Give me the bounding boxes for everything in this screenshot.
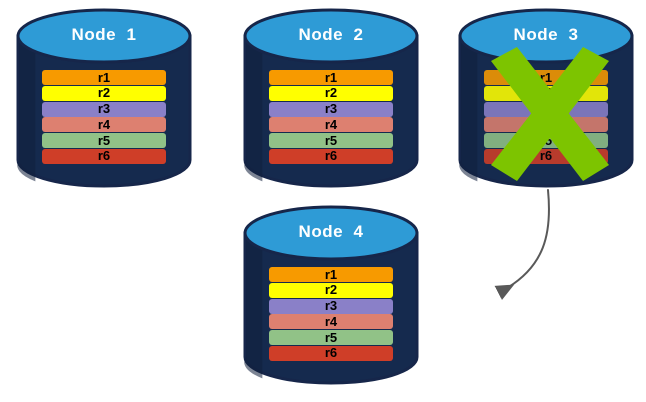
record-row-r6[interactable]: r6 — [268, 148, 394, 164]
cylinder-shading — [244, 36, 263, 182]
record-row-label: r5 — [539, 132, 553, 148]
record-row-label: r4 — [539, 116, 553, 132]
cylinder-shading — [244, 233, 263, 379]
record-row-label: r3 — [539, 101, 553, 117]
record-row-r1[interactable]: r1 — [41, 69, 167, 85]
record-row-r3[interactable]: r3 — [483, 101, 609, 117]
record-row-r4[interactable]: r4 — [41, 116, 167, 133]
record-row-label: r2 — [324, 282, 338, 298]
cylinder-top-ellipse — [16, 8, 192, 64]
record-row-label: r5 — [97, 132, 111, 148]
record-row-label: r4 — [97, 116, 111, 132]
record-row-r2[interactable]: r2 — [268, 85, 394, 101]
record-row-r6[interactable]: r6 — [41, 148, 167, 164]
record-row-label: r6 — [324, 345, 338, 361]
record-row-label: r1 — [324, 69, 338, 85]
record-row-r5[interactable]: r5 — [483, 132, 609, 149]
record-row-label: r2 — [97, 85, 111, 101]
record-row-r1[interactable]: r1 — [483, 69, 609, 85]
record-row-r3[interactable]: r3 — [268, 298, 394, 314]
record-row-r5[interactable]: r5 — [268, 132, 394, 149]
record-row-r3[interactable]: r3 — [41, 101, 167, 117]
record-row-r2[interactable]: r2 — [268, 282, 394, 298]
record-row-label: r1 — [539, 69, 553, 85]
record-row-label: r6 — [539, 148, 553, 164]
record-row-r2[interactable]: r2 — [41, 85, 167, 101]
record-row-r5[interactable]: r5 — [41, 132, 167, 149]
record-row-label: r5 — [324, 132, 338, 148]
record-row-r4[interactable]: r4 — [268, 116, 394, 133]
record-row-r1[interactable]: r1 — [268, 69, 394, 85]
record-row-r4[interactable]: r4 — [483, 116, 609, 133]
record-row-r6[interactable]: r6 — [268, 345, 394, 361]
record-row-label: r3 — [324, 101, 338, 117]
record-row-label: r3 — [324, 298, 338, 314]
cylinder-shading — [17, 36, 36, 182]
record-row-r1[interactable]: r1 — [268, 266, 394, 282]
cylinder-top-ellipse — [243, 8, 419, 64]
arrow-curve — [494, 189, 551, 301]
record-row-r4[interactable]: r4 — [268, 313, 394, 330]
record-row-r5[interactable]: r5 — [268, 329, 394, 346]
record-row-r2[interactable]: r2 — [483, 85, 609, 101]
record-row-label: r6 — [324, 148, 338, 164]
record-row-r3[interactable]: r3 — [268, 101, 394, 117]
record-row-label: r3 — [97, 101, 111, 117]
record-row-label: r4 — [324, 116, 338, 132]
record-row-label: r1 — [97, 69, 111, 85]
cylinder-top-ellipse — [243, 205, 419, 261]
record-row-label: r2 — [539, 85, 553, 101]
record-row-label: r4 — [324, 313, 338, 329]
cylinder-top-ellipse — [458, 8, 634, 64]
record-row-label: r2 — [324, 85, 338, 101]
record-row-r6[interactable]: r6 — [483, 148, 609, 164]
record-row-label: r5 — [324, 329, 338, 345]
cylinder-shading — [459, 36, 478, 182]
record-row-label: r6 — [97, 148, 111, 164]
record-row-label: r1 — [324, 266, 338, 282]
